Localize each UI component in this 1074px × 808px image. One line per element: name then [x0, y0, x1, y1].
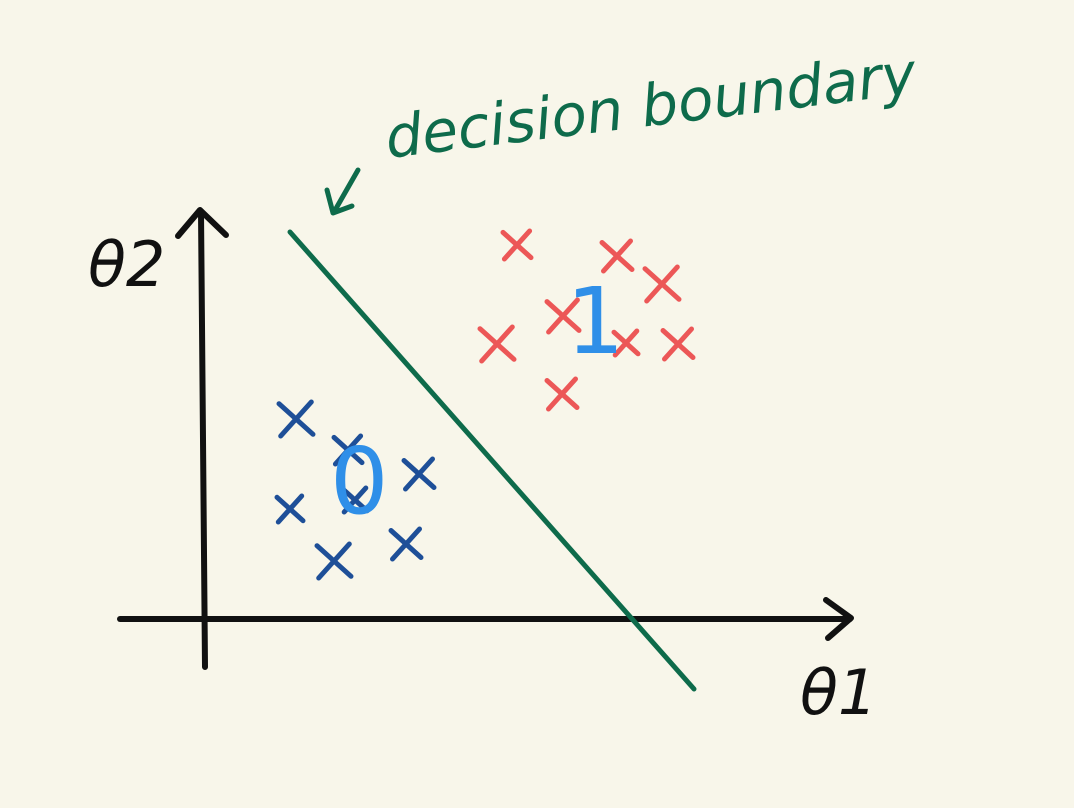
cross-marker: [477, 324, 517, 364]
cross-marker: [331, 433, 365, 467]
y-axis: [198, 209, 208, 670]
decision-boundary-line: [287, 229, 697, 692]
class-1-label: 1: [566, 268, 625, 375]
class-0-cluster: [274, 399, 437, 581]
cross-marker: [274, 493, 306, 525]
cross-marker: [401, 456, 437, 492]
class-1-cluster: [477, 228, 696, 412]
cross-marker: [611, 328, 641, 358]
cross-marker: [599, 238, 635, 274]
cross-marker: [340, 485, 370, 515]
cross-marker: [642, 264, 682, 304]
cross-marker: [660, 326, 696, 362]
y-axis-label: θ2: [88, 228, 165, 301]
cross-marker: [544, 376, 580, 412]
annotation: decision boundary: [324, 39, 920, 216]
annotation-arrow-icon: [324, 167, 361, 216]
cross-marker: [544, 297, 582, 335]
y-axis-arrowhead-icon: [175, 207, 229, 239]
cross-marker: [314, 541, 354, 581]
x-axis-label: θ1: [800, 656, 877, 729]
annotation-label: decision boundary: [381, 39, 920, 172]
axes: θ2 θ1: [88, 207, 877, 729]
class-0-label: 0: [330, 428, 389, 535]
cross-marker: [276, 399, 316, 439]
cross-marker: [500, 228, 534, 262]
cross-marker: [388, 526, 424, 562]
x-axis-arrowhead-icon: [823, 597, 854, 641]
